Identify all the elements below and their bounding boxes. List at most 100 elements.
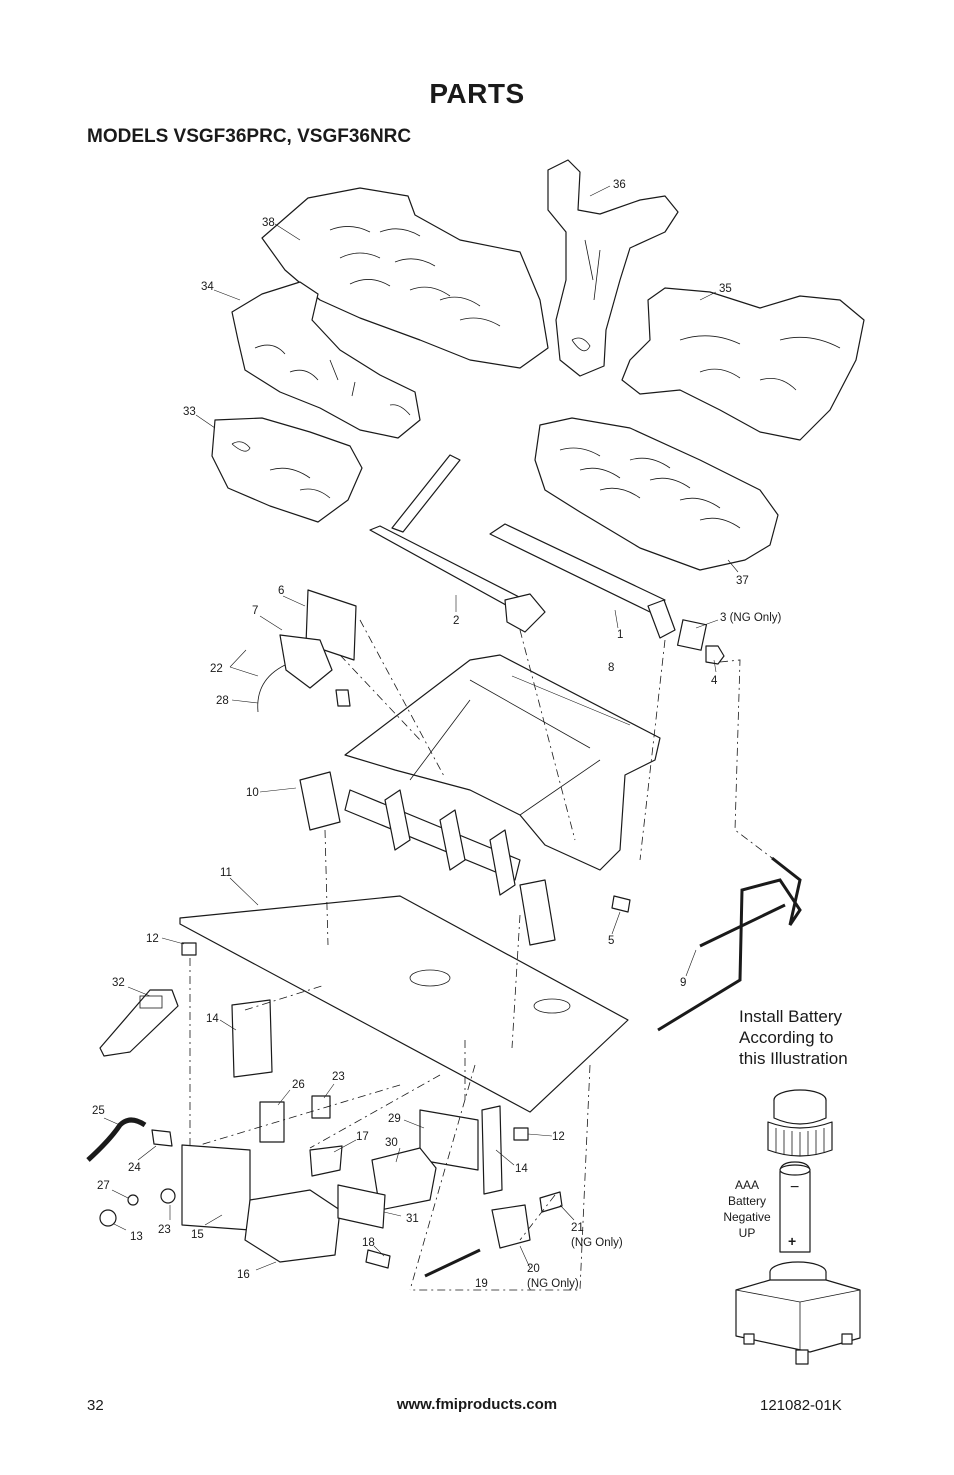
log-36 [547,159,679,377]
callout-16: 16 [237,1269,250,1281]
callout-12-right: 12 [552,1131,565,1143]
part-12-right [513,1127,529,1141]
elbow-18 [365,1249,391,1269]
callout-20: 20 [527,1263,540,1275]
callout-28: 28 [216,695,229,707]
callout-30: 30 [385,1137,398,1149]
callout-9: 9 [680,977,686,989]
gas-line-9-branch [699,903,786,948]
base-pan-11 [179,895,629,1113]
fitting-21 [539,1191,563,1213]
page-number: 32 [87,1397,104,1414]
callout-29: 29 [388,1113,401,1125]
page-title: PARTS [429,78,525,109]
callout-10: 10 [246,787,259,799]
pilot-assembly-7 [279,634,351,707]
log-35 [621,287,865,441]
callout-17: 17 [356,1131,369,1143]
plate-15 [181,1144,251,1231]
battery-plus-sign: + [788,1233,796,1249]
valve-16 [244,1189,341,1263]
cover-31 [337,1184,386,1229]
callout-26: 26 [292,1079,305,1091]
models-heading: MODELS VSGF36PRC, VSGF36NRC [87,126,412,147]
orifice-4 [705,645,725,665]
callout-22: 22 [210,663,223,675]
callout-21: 21 [571,1222,584,1234]
callout-4: 4 [711,675,718,687]
battery-cap [767,1089,833,1157]
log-34 [231,281,421,439]
website-link[interactable]: www.fmiproducts.com [396,1396,558,1413]
bracket-14-right [481,1105,503,1195]
burner-frame [344,654,661,871]
callout-24: 24 [128,1162,141,1174]
callout-27: 27 [97,1180,110,1192]
burner-tube-2 [369,454,546,633]
callout-34: 34 [201,281,214,293]
assembly-guide-lines [189,619,773,1291]
callout-15: 15 [191,1229,204,1241]
battery-label-aaa: AAA [735,1178,759,1192]
battery-note-line3: this Illustration [739,1049,848,1068]
battery-note-line1: Install Battery [739,1007,842,1026]
callout-18: 18 [362,1237,375,1249]
callout-8: 8 [608,662,614,674]
callout-36: 36 [613,179,626,191]
callout-25: 25 [92,1105,105,1117]
module-26 [259,1101,285,1143]
callout-6: 6 [278,585,284,597]
callout-2: 2 [453,615,459,627]
button-23-upper [311,1095,331,1119]
gas-line-9 [657,856,802,1032]
callout-33: 33 [183,406,196,418]
callout-1: 1 [617,629,623,641]
orifice-bracket-3 [676,619,708,651]
callout-14-right: 14 [515,1163,528,1175]
button-23-lower [160,1188,176,1204]
callout-23-bottom: 23 [158,1224,171,1236]
bracket-17 [309,1145,343,1177]
battery-label-negative: Negative [723,1210,771,1224]
callout-31: 31 [406,1213,419,1225]
callout-14-left: 14 [206,1013,219,1025]
callout-23-top: 23 [332,1071,345,1083]
callout-3: 3 (NG Only) [720,612,782,624]
fitting-24 [151,1129,173,1147]
leader-lines [103,185,739,1271]
callout-7: 7 [252,605,258,617]
callout-19: 19 [475,1278,488,1290]
nut-27 [127,1194,139,1206]
wire-25 [86,1117,147,1162]
panel-29 [419,1109,479,1171]
aaa-battery: − + [779,1161,811,1253]
tube-19 [424,1248,481,1278]
battery-housing [735,1261,861,1365]
knob-13 [99,1209,117,1227]
document-number: 121082-01K [760,1397,842,1414]
fitting-5 [611,895,631,913]
burner-tube-1 [489,523,676,639]
callout-20-note: (NG Only) [527,1278,579,1290]
battery-note-line2: According to [739,1028,834,1047]
log-37 [534,417,779,571]
callout-38: 38 [262,217,275,229]
battery-label-battery: Battery [728,1194,766,1208]
callout-35: 35 [719,283,732,295]
regulator-20 [491,1204,531,1249]
callout-37: 37 [736,575,749,587]
log-38 [261,187,549,369]
bracket-14-left [231,999,273,1078]
callout-21-note: (NG Only) [571,1237,623,1249]
battery-minus-sign: − [790,1179,799,1196]
log-33 [211,417,363,523]
remote-32 [99,989,179,1057]
callout-13: 13 [130,1231,143,1243]
callout-32: 32 [112,977,125,989]
grate-10 [299,771,556,946]
callout-11: 11 [220,867,232,879]
part-12-left [181,942,197,956]
thermocouple-28 [257,664,286,713]
battery-label-up: UP [739,1226,756,1240]
